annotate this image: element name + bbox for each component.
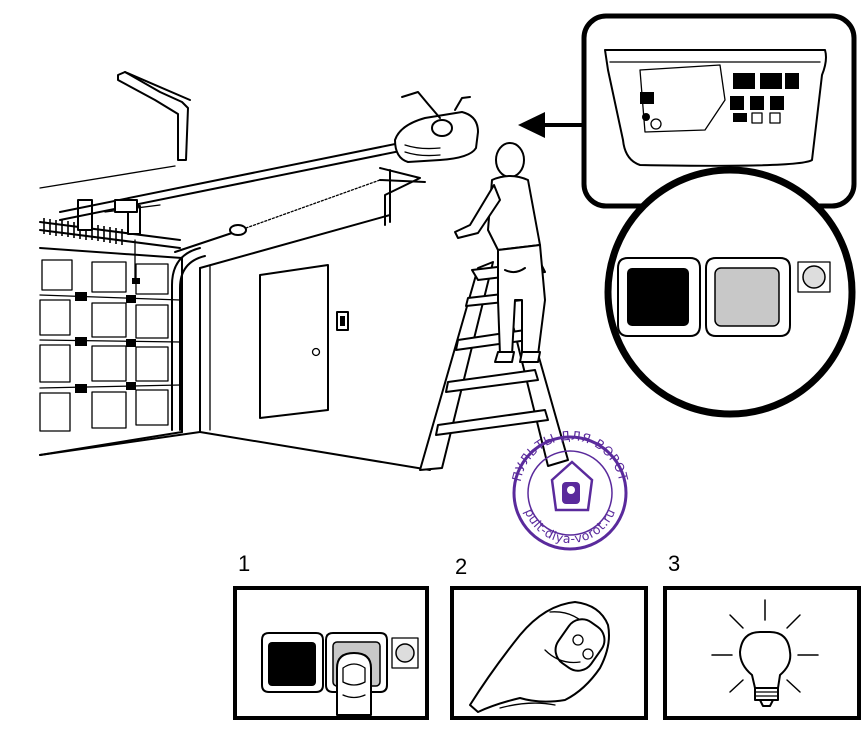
man-figure <box>454 142 546 363</box>
finger-icon <box>336 652 372 716</box>
ceiling-line <box>39 165 176 189</box>
led-indicator <box>802 265 826 289</box>
ceiling-bracket <box>117 71 191 161</box>
wall-top <box>199 214 391 269</box>
step-1-panel <box>233 586 429 720</box>
step-ladder <box>419 261 569 471</box>
opener-rail <box>59 139 416 221</box>
opener-motor-unit <box>394 91 479 163</box>
seal-text-top: ПУЛЬТЫ ДЛЯ ВОРОТ <box>509 428 631 483</box>
step-1-number: 1 <box>238 551 250 576</box>
step-3-panel <box>663 586 861 720</box>
opener-panel-inset <box>581 13 857 209</box>
hanger-bracket <box>379 167 421 226</box>
learn-button-closeup <box>604 166 856 418</box>
floor-line-right <box>199 431 431 471</box>
step-2-number: 2 <box>455 554 467 579</box>
seal-text-bottom: pult-dlya-vorot.ru <box>522 506 618 546</box>
door-track <box>171 247 201 431</box>
step-2-panel <box>450 586 648 720</box>
hand-remote-icon <box>469 601 610 713</box>
arrow-left-icon <box>518 112 582 138</box>
garage-door <box>39 247 183 456</box>
light-bulb-icon <box>711 599 819 707</box>
learn-button-black <box>627 268 689 326</box>
panel-terminals <box>640 73 799 130</box>
interior-door <box>259 264 349 419</box>
garage-scene <box>39 71 582 471</box>
step-3-number: 3 <box>668 551 680 576</box>
drive-chain <box>174 179 426 253</box>
middle-button-gray <box>714 267 780 327</box>
watermark-seal: ПУЛЬТЫ ДЛЯ ВОРОТ pult-dlya-vorot.ru <box>509 428 631 551</box>
